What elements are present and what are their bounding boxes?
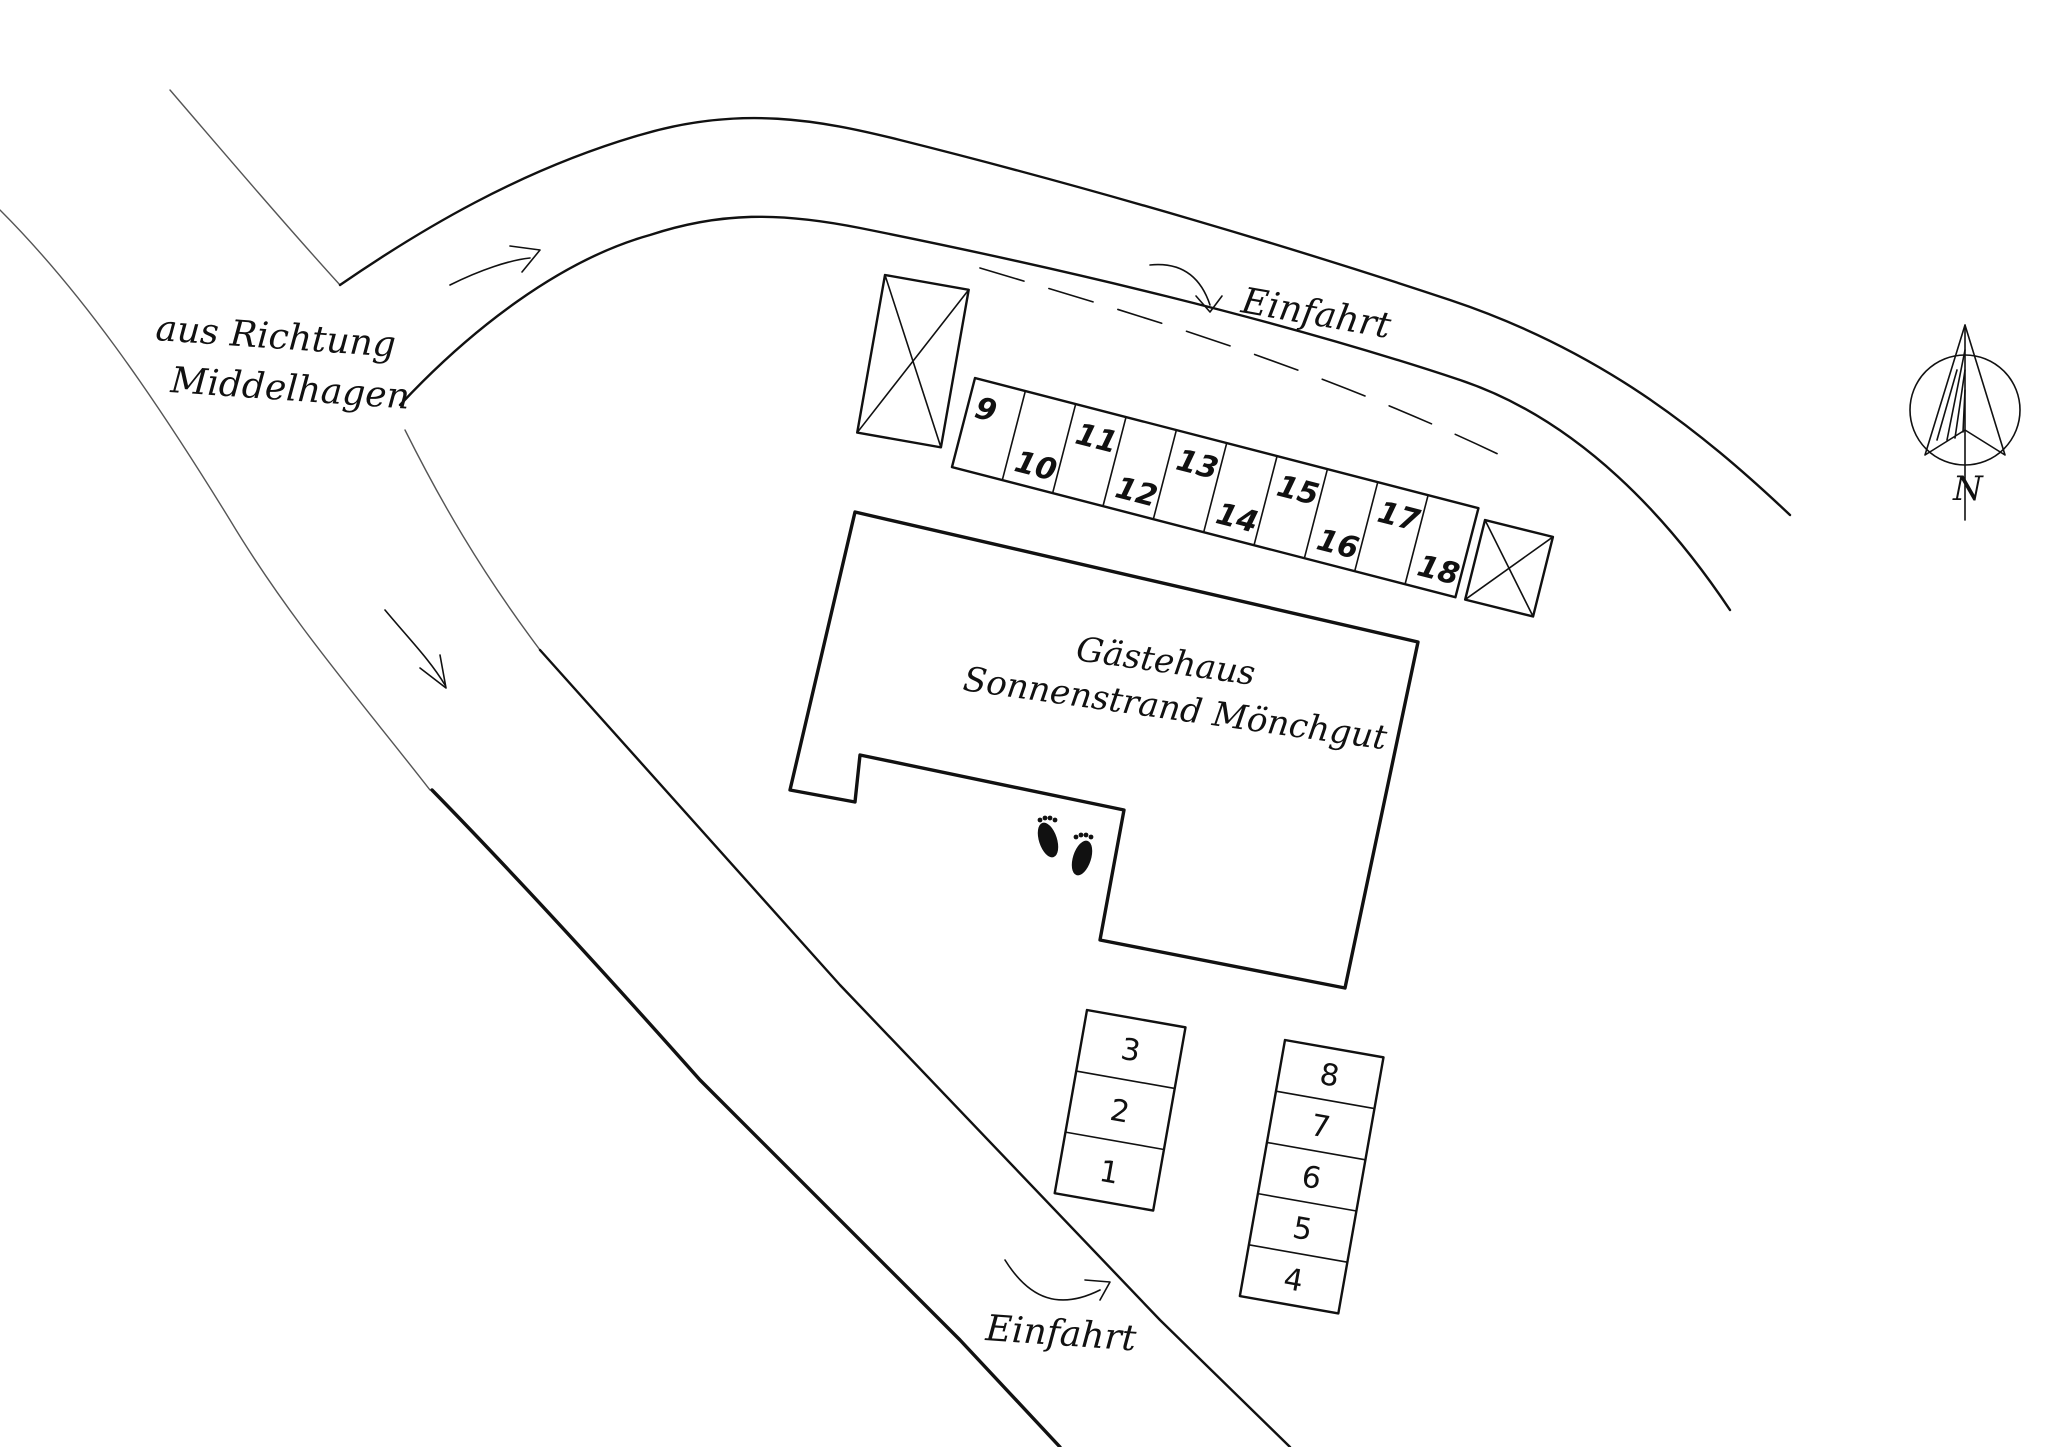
parking-space-label-5: 5	[1290, 1211, 1315, 1249]
parking-space-label-1: 1	[1097, 1154, 1122, 1192]
arrow-to-north-road-head	[509, 245, 541, 273]
parking-group-south-a: 3 2 1	[1053, 1008, 1187, 1212]
parking-divider	[1152, 429, 1178, 520]
north-arrow-icon: N	[1909, 324, 2021, 521]
parking-space-label-2: 2	[1107, 1093, 1132, 1131]
road-south-inner-edge	[430, 788, 1062, 1447]
parking-divider	[1303, 468, 1329, 560]
parking-space-label-8: 8	[1317, 1057, 1342, 1095]
parking-group-south-b: 8 7 6 5 4	[1238, 1038, 1385, 1315]
north-label: N	[1952, 469, 1984, 509]
origin-label-line1: aus Richtung	[154, 308, 397, 366]
parking-space-label-14: 14	[1212, 496, 1261, 540]
parking-divider	[1248, 1244, 1349, 1264]
parking-divider	[1075, 1070, 1176, 1090]
road-west-inner-edge	[169, 89, 341, 286]
parking-divider	[1353, 481, 1379, 573]
parking-divider	[1001, 390, 1027, 481]
parking-divider	[1202, 442, 1228, 533]
parking-divider	[1064, 1131, 1165, 1151]
arrow-entrance-bottom	[1004, 1259, 1101, 1301]
parking-space-label-9: 9	[971, 391, 1000, 430]
road-south-outer-edge	[538, 648, 1292, 1447]
entrance-top-label: Einfahrt	[1237, 280, 1394, 347]
arrow-entrance-top	[1149, 263, 1211, 306]
parking-space-label-3: 3	[1118, 1032, 1143, 1070]
crossed-box-icon	[1463, 518, 1555, 618]
road-north-inner-edge	[398, 215, 1732, 612]
parking-space-label-4: 4	[1281, 1262, 1306, 1300]
parking-space-label-12: 12	[1112, 470, 1161, 514]
parking-divider	[1266, 1141, 1367, 1161]
parking-divider	[1257, 1192, 1358, 1212]
parking-space-label-6: 6	[1299, 1159, 1324, 1197]
origin-label-line2: Middelhagen	[168, 360, 411, 418]
crossed-box-icon	[856, 273, 970, 449]
arrow-to-south-road-head	[419, 654, 447, 689]
arrow-to-south-road	[384, 609, 446, 686]
arrow-entrance-bottom-head	[1084, 1279, 1111, 1301]
road-north-centre-line	[979, 267, 1501, 456]
road-junction-edge	[404, 429, 541, 651]
parking-space-label-18: 18	[1414, 548, 1463, 592]
parking-space-label-13: 13	[1173, 443, 1222, 487]
road-west-outer-edge	[0, 209, 431, 791]
parking-space-label-11: 11	[1072, 417, 1121, 461]
parking-space-label-17: 17	[1374, 495, 1423, 539]
entrance-bottom-label: Einfahrt	[983, 1308, 1138, 1360]
arrow-entrance-top-head	[1195, 295, 1223, 313]
footprints-icon	[1037, 815, 1094, 876]
labels: aus Richtung Middelhagen Einfahrt Einfah…	[154, 280, 1394, 1359]
parking-divider	[1275, 1090, 1376, 1110]
roads	[0, 89, 1792, 1447]
arrow-to-north-road	[449, 257, 531, 286]
guesthouse-building: Gästehaus Sonnenstrand Mönchgut	[788, 510, 1420, 990]
parking-space-label-7: 7	[1308, 1108, 1333, 1146]
parking-space-label-15: 15	[1273, 469, 1322, 513]
building-outline	[788, 510, 1420, 990]
road-north-outer-edge	[338, 116, 1792, 517]
direction-arrows	[384, 245, 1223, 1301]
parking-divider	[1051, 403, 1077, 494]
parking-divider	[1102, 416, 1127, 507]
parking-divider	[1253, 455, 1278, 546]
parking-space-label-10: 10	[1011, 444, 1060, 488]
parking-space-label-16: 16	[1313, 522, 1362, 566]
parking-divider	[1404, 494, 1429, 586]
